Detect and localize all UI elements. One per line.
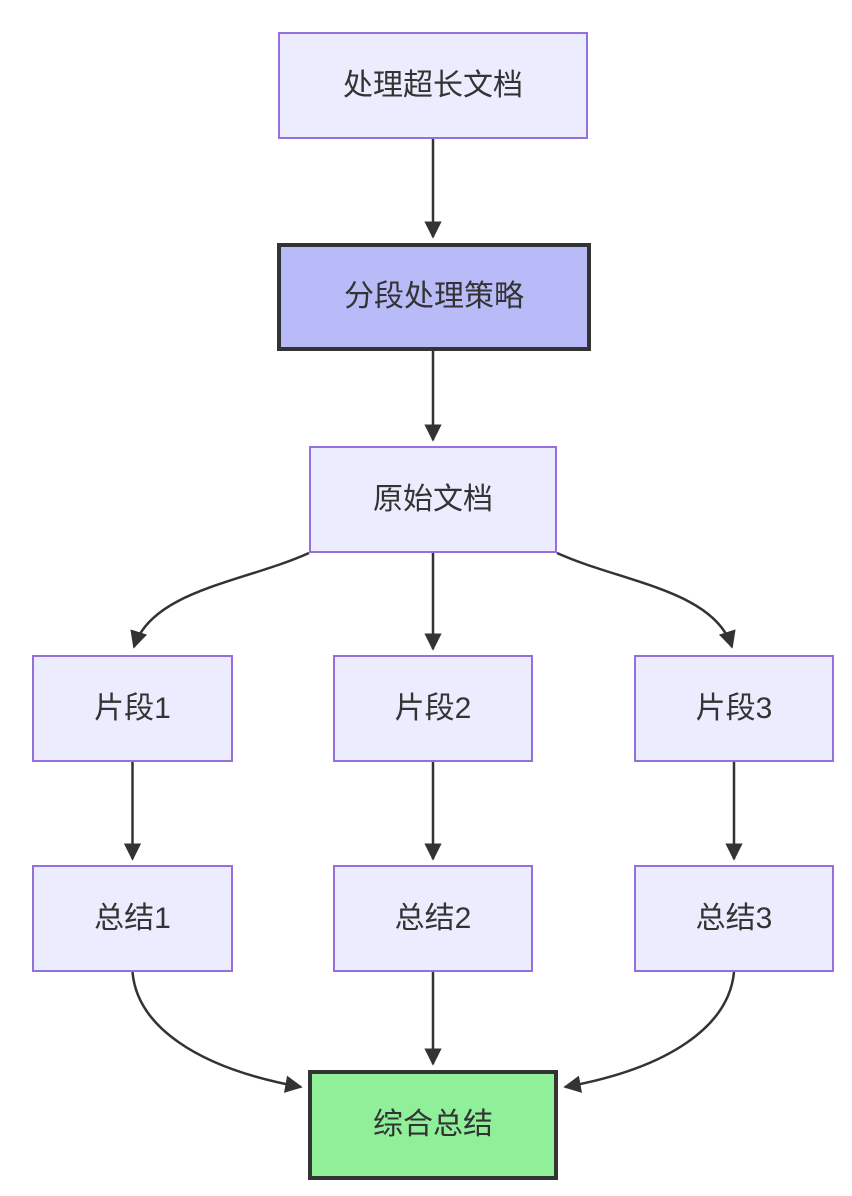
node-label: 片段2 — [394, 691, 472, 725]
node-label: 原始文档 — [373, 482, 493, 516]
edge-summary3-to-final — [563, 971, 736, 1093]
edge-summary1-to-final — [131, 971, 303, 1093]
node-fragment-1: 片段1 — [32, 655, 233, 762]
node-label: 总结3 — [695, 901, 773, 935]
node-label: 片段3 — [695, 691, 773, 725]
node-process-long-document: 处理超长文档 — [278, 32, 588, 139]
node-segmentation-strategy: 分段处理策略 — [277, 243, 591, 351]
node-summary-2: 总结2 — [333, 865, 533, 972]
node-label: 总结1 — [94, 901, 171, 935]
node-label: 处理超长文档 — [343, 68, 523, 102]
node-summary-1: 总结1 — [32, 865, 233, 972]
node-label: 分段处理策略 — [344, 280, 524, 313]
node-final-summary: 综合总结 — [308, 1070, 558, 1180]
node-fragment-3: 片段3 — [634, 655, 834, 762]
node-summary-3: 总结3 — [634, 865, 834, 972]
node-original-document: 原始文档 — [309, 446, 557, 553]
edge-original-to-fragment3 — [556, 551, 736, 649]
node-label: 片段1 — [94, 691, 171, 725]
edge-original-to-fragment1 — [130, 551, 310, 649]
node-label: 总结2 — [394, 901, 472, 935]
node-label: 综合总结 — [373, 1108, 493, 1141]
node-fragment-2: 片段2 — [333, 655, 533, 762]
